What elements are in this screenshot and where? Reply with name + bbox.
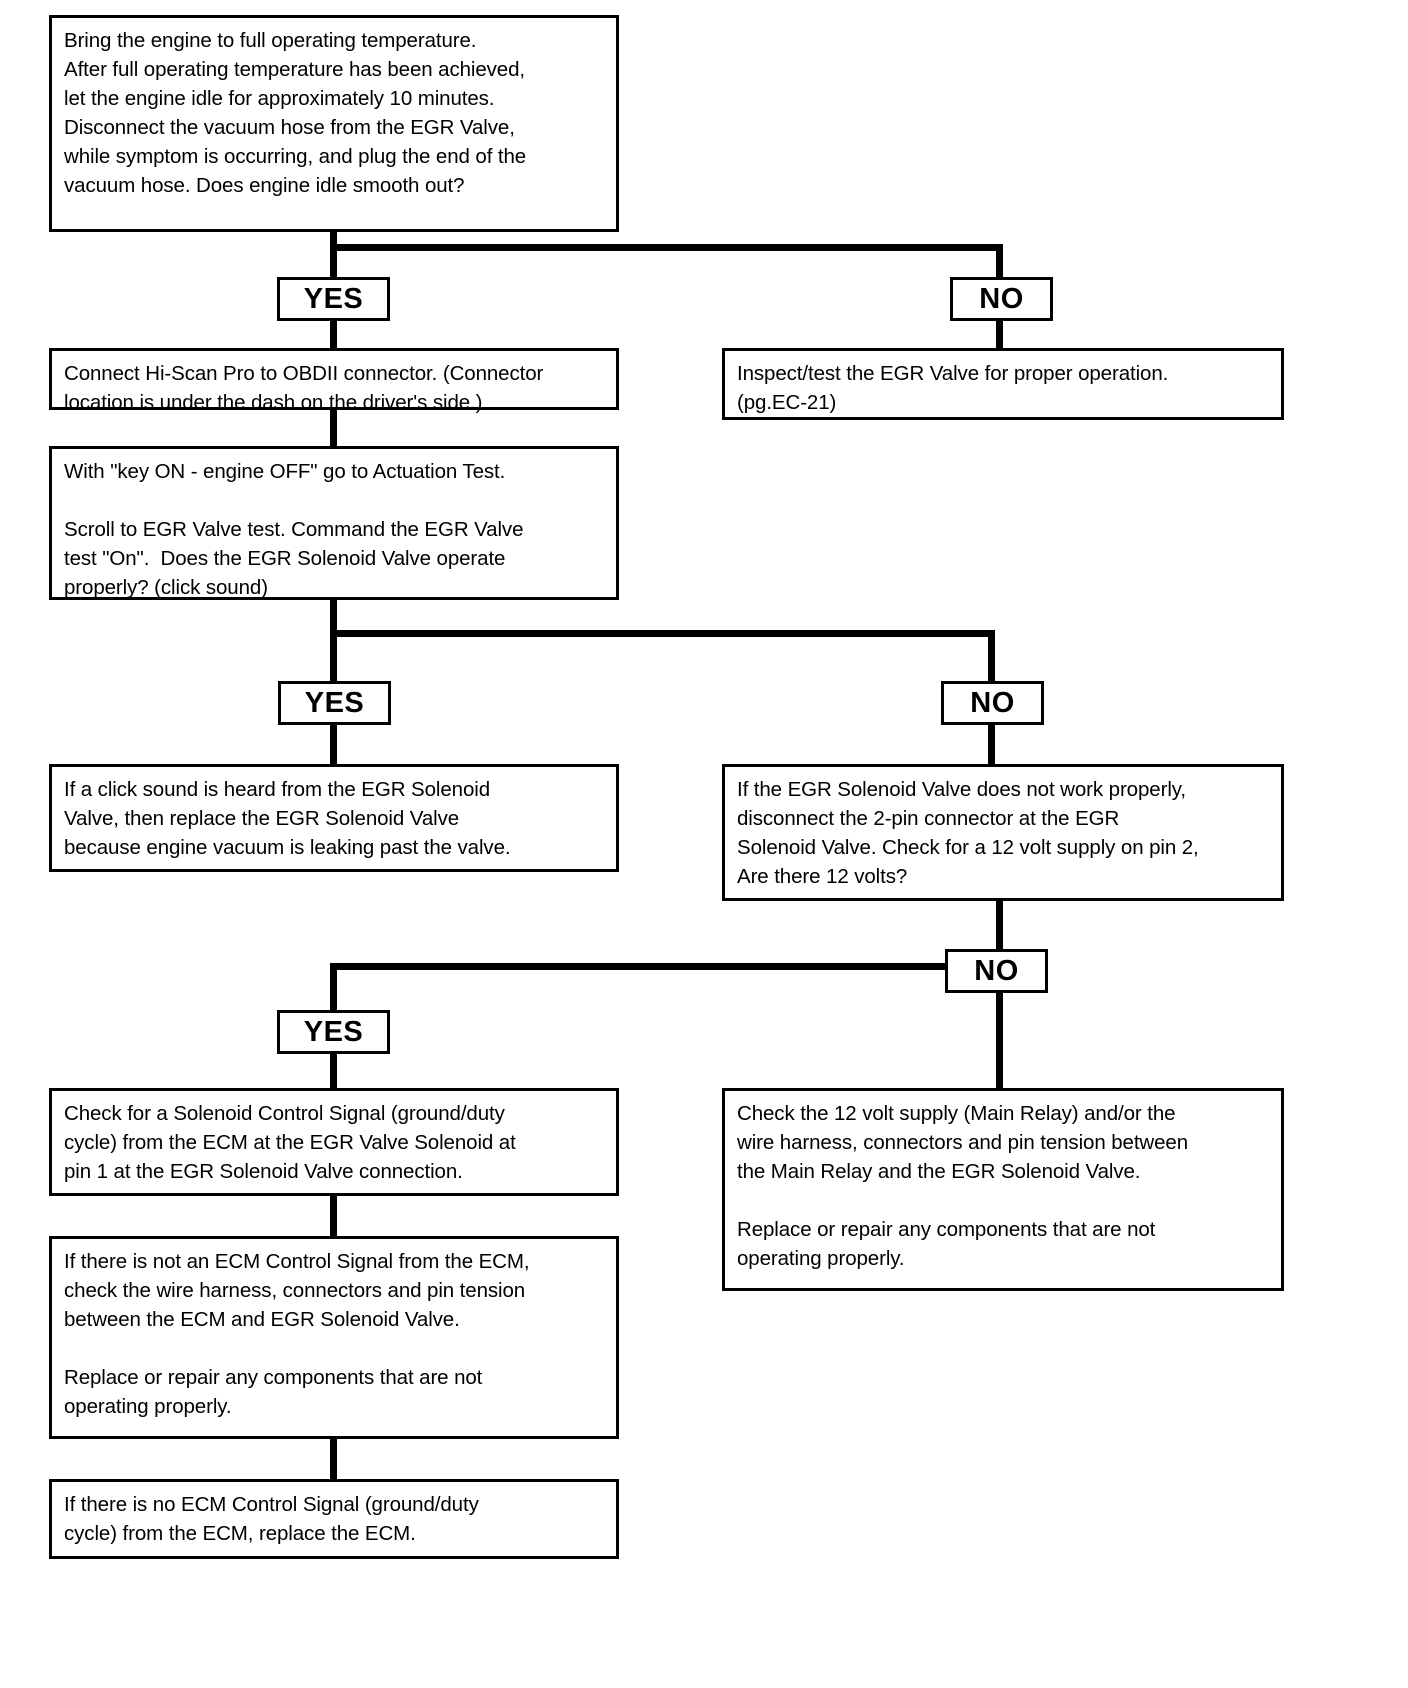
flow-node-actuation-test: With "key ON - engine OFF" go to Actuati… [49,446,619,600]
decision-label-no-2: NO [941,681,1044,725]
connector-to-actuation-test [330,410,337,448]
decision-label-yes-3: YES [277,1010,390,1054]
connector-branch1-left-down [330,244,337,278]
flow-node-no3-action: Check the 12 volt supply (Main Relay) an… [722,1088,1284,1291]
connector-yes3action-down [330,1196,337,1238]
connector-branch1-right-down [996,244,1003,278]
flow-node-no2-action: If the EGR Solenoid Valve does not work … [722,764,1284,901]
decision-label-yes-2: YES [278,681,391,725]
flow-node-yes3-action: Check for a Solenoid Control Signal (gro… [49,1088,619,1196]
connector-no1-down [996,318,1003,350]
connector-yes3-down [330,1051,337,1090]
connector-ecm-harness-down [330,1439,337,1481]
flow-node-yes1-action: Connect Hi-Scan Pro to OBDII connector. … [49,348,619,414]
connector-yes1-down [330,318,337,350]
connector-branch2-horizontal [330,630,995,637]
connector-no3-down [996,990,1003,1090]
connector-branch3-horizontal [330,963,1003,970]
connector-yes2-down [330,722,337,766]
decision-label-no-3: NO [945,949,1048,993]
connector-no2action-down [996,901,1003,953]
flow-node-ecm-harness-check: If there is not an ECM Control Signal fr… [49,1236,619,1439]
flow-node-yes2-action: If a click sound is heard from the EGR S… [49,764,619,872]
connector-actuation-down [330,600,337,634]
connector-no2-down [988,722,995,766]
connector-branch2-right-down [988,630,995,682]
decision-label-no-1: NO [950,277,1053,321]
decision-label-yes-1: YES [277,277,390,321]
connector-branch3-left-down [330,963,337,1011]
flow-node-replace-ecm: If there is no ECM Control Signal (groun… [49,1479,619,1559]
flow-node-no1-action: Inspect/test the EGR Valve for proper op… [722,348,1284,420]
connector-branch2-left-down [330,630,337,682]
connector-start-down [330,232,337,248]
flow-node-start: Bring the engine to full operating tempe… [49,15,619,232]
connector-branch1-horizontal [330,244,1003,251]
